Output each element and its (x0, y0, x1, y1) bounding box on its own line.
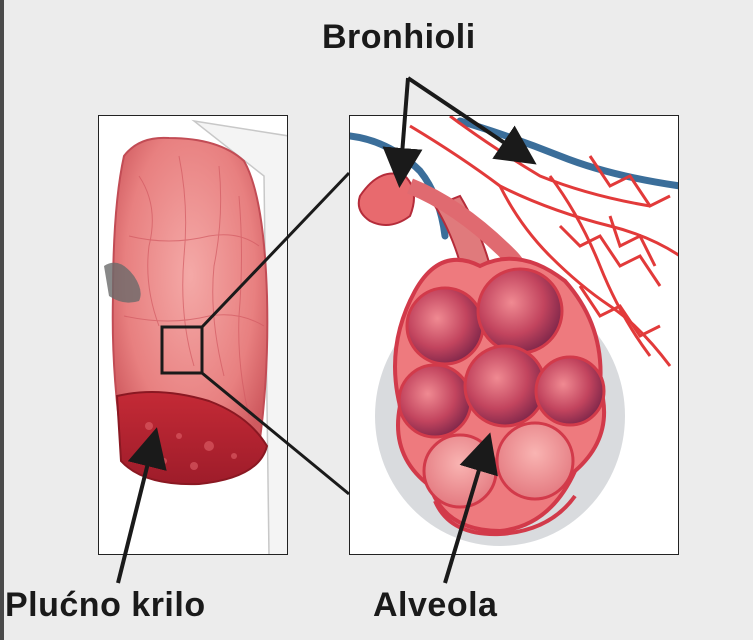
zoom-line-top (202, 173, 349, 327)
label-bronchioles: Bronhioli (322, 18, 476, 57)
bronchioles-arrow-1 (400, 78, 408, 180)
alveolus-arrow (445, 440, 488, 583)
label-alveolus: Alveola (373, 586, 497, 625)
zoom-box (162, 327, 202, 373)
bronchioles-arrow-2 (408, 78, 530, 160)
lung-lobe-arrow (118, 435, 155, 583)
zoom-line-bottom (202, 373, 349, 494)
label-lung-lobe: Plućno krilo (5, 586, 206, 625)
